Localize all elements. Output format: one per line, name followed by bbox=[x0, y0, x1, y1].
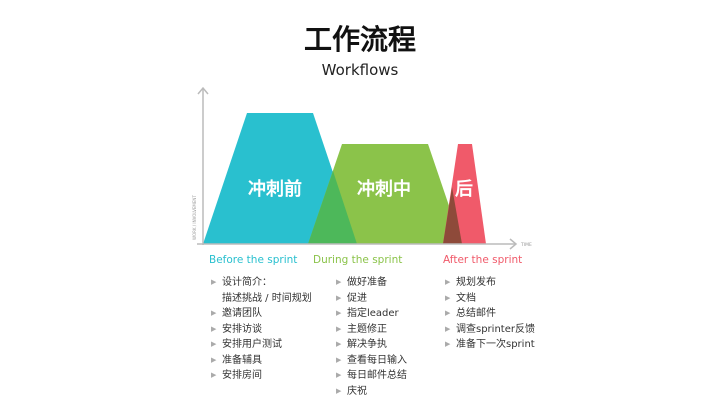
list-item: ▶ 安排房间 bbox=[211, 368, 312, 384]
bullet-icon: ▶ bbox=[211, 278, 217, 286]
list-item-text: 邀请团队 bbox=[222, 308, 262, 319]
page-title: 工作流程 bbox=[303, 23, 416, 56]
list-item: ▶ 邀请团队 bbox=[211, 306, 312, 322]
phase-before-short: 冲刺前 bbox=[248, 179, 302, 200]
phase-after-label: After the sprint bbox=[443, 254, 523, 266]
list-item: ▶ 总结邮件 bbox=[445, 306, 535, 322]
phase-before-label: Before the sprint bbox=[209, 254, 298, 266]
list-item: ▶ 促进 bbox=[336, 291, 407, 307]
list-item: ▶ 指定leader bbox=[336, 306, 407, 322]
list-item: ▶ 解决争执 bbox=[336, 337, 407, 353]
x-axis-arrow bbox=[509, 238, 518, 250]
bullet-icon: ▶ bbox=[211, 309, 217, 317]
list-item-text: 查看每日输入 bbox=[347, 354, 407, 366]
bullet-icon: ▶ bbox=[445, 293, 451, 302]
bullet-icon: ▶ bbox=[336, 340, 342, 348]
list-item: ▶ 查看每日输入 bbox=[336, 353, 407, 369]
bullet-icon: ▶ bbox=[336, 293, 342, 302]
list-item: ▶ 安排访谈 bbox=[211, 322, 312, 338]
list-item-text: 主题修正 bbox=[347, 323, 387, 335]
list-item: ▶ 做好准备 bbox=[336, 275, 407, 291]
list-item: ▶ 安排用户测试 bbox=[211, 337, 312, 353]
list-item: ▶ 准备辅具 bbox=[211, 353, 312, 369]
bullet-icon: ▶ bbox=[445, 340, 451, 348]
list-item-text: 文档 bbox=[456, 292, 476, 304]
phase-during-short: 冲刺中 bbox=[357, 179, 411, 200]
list-item: ▶ 规划发布 bbox=[445, 275, 535, 291]
list-item-text: 准备辅具 bbox=[222, 354, 262, 366]
list-item-text: 总结邮件 bbox=[456, 308, 496, 319]
list-item: ▶ 设计简介： 描述挑战 / 时间规划 bbox=[211, 275, 312, 306]
bullet-icon: ▶ bbox=[211, 371, 217, 379]
y-axis-arrow bbox=[197, 86, 209, 95]
bullet-icon: ▶ bbox=[211, 324, 217, 333]
list-item: ▶ 文档 bbox=[445, 291, 535, 307]
before-task-list: ▶设计简介：描述挑战 / 时间规划▶邀请团队▶安排访谈▶安排用户测试▶准备辅具▶… bbox=[211, 275, 312, 384]
after-task-list: ▶ 规划发布 ▶ 文档 ▶ 总结邮件 ▶ 调查sprinter反馈 ▶ 准备下一次sprint bbox=[445, 275, 535, 353]
list-item: ▶ 调查sprinter反馈 bbox=[445, 322, 535, 338]
bullet-icon: ▶ bbox=[445, 324, 451, 333]
list-item: ▶ 主题修正 bbox=[336, 322, 407, 338]
list-item-text: 安排访谈 bbox=[222, 323, 262, 335]
list-item: ▶ 庆祝 bbox=[336, 384, 407, 400]
list-item-text: 安排房间 bbox=[222, 370, 262, 381]
list-item-text: 指定leader bbox=[347, 308, 399, 319]
bullet-icon: ▶ bbox=[211, 355, 217, 364]
list-item-text: 安排用户测试 bbox=[222, 339, 282, 350]
bullet-icon: ▶ bbox=[336, 309, 342, 317]
list-item-text: 每日邮件总结 bbox=[347, 370, 407, 381]
y-axis-label: WORK / INVOLVEMENT bbox=[192, 195, 197, 240]
list-item: ▶ 每日邮件总结 bbox=[336, 368, 407, 384]
list-item-text: 描述挑战 / 时间规划 bbox=[222, 292, 312, 304]
phase-during-label: During the sprint bbox=[313, 254, 403, 266]
bullet-icon: ▶ bbox=[445, 278, 451, 286]
list-item: ▶ 准备下一次sprint bbox=[445, 337, 535, 353]
page-subtitle: Workflows bbox=[321, 61, 399, 79]
bullet-icon: ▶ bbox=[336, 386, 342, 395]
bullet-icon: ▶ bbox=[211, 340, 217, 348]
list-item-text: 设计简介： bbox=[222, 277, 272, 288]
overlap-during-after bbox=[443, 187, 462, 244]
x-axis-label: TIME bbox=[520, 242, 532, 248]
list-item-text: 解决争执 bbox=[347, 339, 387, 350]
list-item-text: 规划发布 bbox=[456, 277, 496, 288]
overlap-before-during bbox=[308, 171, 357, 244]
list-item-text: 庆祝 bbox=[347, 385, 367, 397]
bullet-icon: ▶ bbox=[445, 309, 451, 317]
bullet-icon: ▶ bbox=[336, 355, 342, 364]
list-item-text: 做好准备 bbox=[347, 277, 387, 288]
phase-after-short: 后 bbox=[455, 179, 473, 200]
phase-before-shape bbox=[203, 113, 357, 244]
bullet-icon: ▶ bbox=[336, 324, 342, 333]
bullet-icon: ▶ bbox=[336, 371, 342, 379]
during-task-list: ▶ 做好准备 ▶ 促进 ▶ 指定leader ▶ 主题修正 ▶ 解决争执 ▶ 查看每日输入 ▶ 每日邮件总… bbox=[336, 275, 407, 399]
list-item-text: 准备下一次sprint bbox=[456, 339, 535, 350]
list-item-text: 促进 bbox=[347, 292, 367, 304]
list-item-text: 调查sprinter反馈 bbox=[456, 323, 535, 335]
bullet-icon: ▶ bbox=[336, 278, 342, 286]
